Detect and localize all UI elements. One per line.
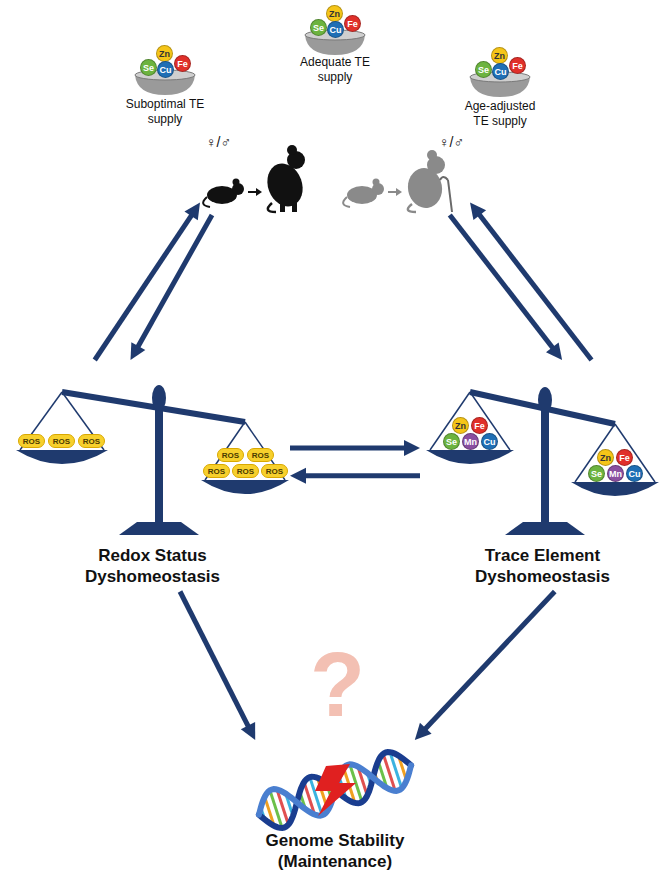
element-ball: Cu: [157, 61, 174, 78]
arrow-connector: [290, 440, 420, 456]
element-ball: Zn: [597, 449, 614, 466]
mouse-group: ♀/♂: [335, 132, 470, 215]
balance-scale: [426, 387, 659, 535]
arrow-connector: [131, 215, 213, 360]
arrow-connector: [95, 203, 200, 360]
arrow-connector: [180, 592, 255, 741]
ros-burst: ROS: [78, 434, 105, 448]
dna-helix: [253, 746, 418, 833]
ros-burst: ROS: [18, 434, 45, 448]
element-ball: Mn: [462, 433, 479, 450]
element-ball: Zn: [326, 5, 343, 22]
ros-burst: ROS: [261, 464, 288, 478]
element-ball: Fe: [616, 449, 633, 466]
ros-burst: ROS: [232, 464, 259, 478]
element-ball: Mn: [607, 465, 624, 482]
element-ball: Se: [588, 465, 605, 482]
element-ball: Se: [310, 19, 327, 36]
element-ball: Cu: [626, 465, 643, 482]
element-ball: Fe: [174, 55, 191, 72]
element-ball: Fe: [471, 417, 488, 434]
arrow-connector: [290, 468, 420, 484]
genome-node: Genome Stability (Maintenance): [230, 740, 440, 877]
question-mark: ?: [310, 640, 365, 730]
node-label: ♀/♂: [206, 134, 266, 152]
balance-scale: [16, 385, 289, 535]
element-ball: Zn: [156, 45, 173, 62]
mouse-group: ♀/♂: [200, 132, 320, 215]
old-mouse: [343, 150, 452, 212]
element-ball: Zn: [452, 417, 469, 434]
arrow-connector: [450, 215, 562, 360]
bowl: [135, 30, 530, 97]
element-ball: Se: [475, 61, 492, 78]
arrow-connector: [470, 203, 592, 360]
element-ball: Fe: [509, 57, 526, 74]
node-label: Trace Element Dyshomeostasis: [433, 545, 653, 588]
node-label: Suboptimal TE supply: [125, 97, 205, 127]
node-label: Adequate TE supply: [295, 55, 375, 85]
element-ball: Se: [443, 433, 460, 450]
element-ball: Fe: [344, 15, 361, 32]
node-label: Redox Status Dyshomeostasis: [58, 545, 248, 588]
ros-burst: ROS: [217, 448, 244, 462]
node-label: Genome Stability (Maintenance): [250, 830, 420, 873]
element-ball: Cu: [492, 63, 509, 80]
ros-burst: ROS: [203, 464, 230, 478]
ros-burst: ROS: [48, 434, 75, 448]
arrow-connector: [415, 592, 555, 741]
element-ball: Cu: [481, 433, 498, 450]
element-ball: Se: [140, 59, 157, 76]
mouse: [203, 145, 308, 212]
element-ball: Cu: [327, 21, 344, 38]
ros-burst: ROS: [247, 448, 274, 462]
damage-bolt: [315, 764, 356, 816]
element-ball: Zn: [491, 47, 508, 64]
node-label: ♀/♂: [404, 134, 464, 152]
node-label: Age-adjusted TE supply: [460, 99, 540, 129]
